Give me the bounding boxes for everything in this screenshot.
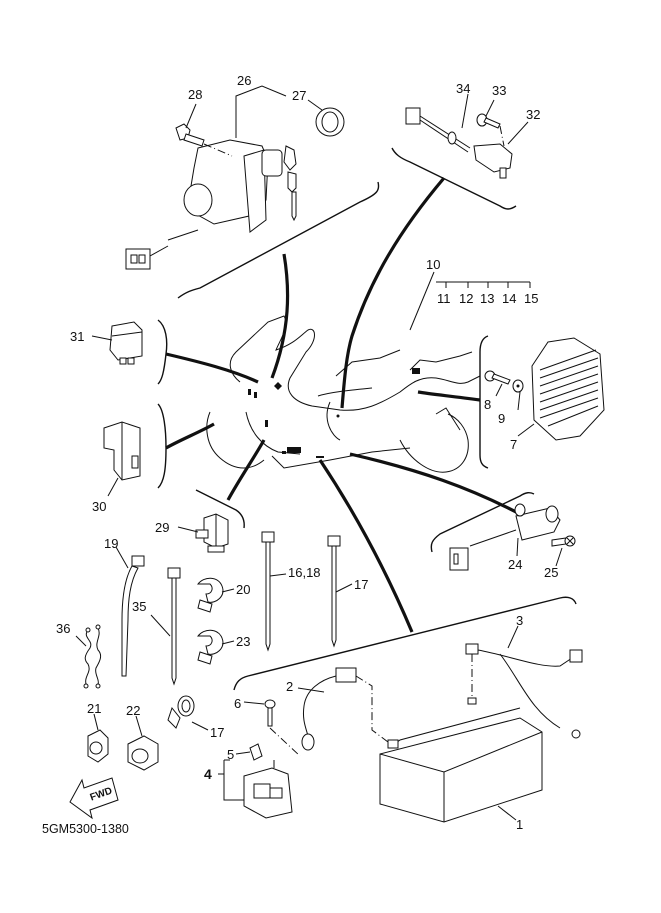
band-16-18 (261, 531, 275, 652)
clamp-20 (196, 577, 224, 613)
group-outline-stop-switch (391, 147, 517, 210)
callout-32: 32 (526, 107, 541, 122)
group-outline-relay (195, 489, 245, 529)
callout-21: 21 (87, 701, 102, 716)
group-outline-flasher (157, 319, 168, 385)
group-outline-regulator (479, 335, 489, 469)
clamp-21 (87, 729, 109, 763)
leader-flasher (165, 352, 259, 384)
callout-15: 15 (524, 291, 539, 306)
leader-sidestand (349, 452, 521, 516)
fuse-5 (249, 743, 263, 761)
callout-24: 24 (508, 557, 523, 572)
group-outline-sidestand (430, 491, 535, 553)
callout-27: 27 (292, 88, 307, 103)
callout-28: 28 (188, 87, 203, 102)
clamp-22 (127, 735, 159, 771)
callout-14: 14 (502, 291, 517, 306)
leader-relay (226, 439, 266, 501)
leader-stop-switch (340, 176, 446, 409)
screw-25 (551, 535, 576, 547)
callout-20: 20 (236, 582, 251, 597)
flasher-relay[interactable] (109, 321, 143, 365)
callout-8: 8 (484, 397, 492, 412)
group-outline-igniter (157, 403, 167, 489)
callout-5: 5 (227, 747, 235, 762)
bolt-6 (264, 699, 301, 757)
leader-battery (318, 459, 414, 633)
battery-lead-negative (301, 667, 389, 751)
callout-35: 35 (132, 599, 147, 614)
clamp-36 (83, 624, 102, 689)
callout-31: 31 (70, 329, 85, 344)
group-outline-battery (233, 596, 577, 691)
leader-main-switch (270, 253, 290, 379)
callout-16-18: 16,18 (288, 565, 321, 580)
callout-36: 36 (56, 621, 71, 636)
callout-4: 4 (204, 766, 212, 782)
relay[interactable] (195, 513, 229, 553)
leader-regulator (417, 390, 481, 402)
igniter-unit[interactable] (103, 421, 141, 481)
screw-33 (476, 113, 505, 147)
band-19 (121, 555, 145, 677)
starter-relay-assembly[interactable] (243, 760, 293, 819)
callout-25: 25 (544, 565, 559, 580)
clamp-23 (196, 629, 224, 665)
band-35 (167, 567, 181, 686)
battery-lead-positive (465, 643, 583, 739)
washer-9 (512, 379, 524, 393)
bolt-8 (484, 370, 511, 385)
battery[interactable] (379, 697, 543, 823)
callout-17-clamp: 17 (210, 725, 225, 740)
callout-7: 7 (510, 437, 518, 452)
group-outline-main-switch (177, 181, 380, 299)
callout-33: 33 (492, 83, 507, 98)
callout-11: 11 (437, 291, 451, 306)
rectifier-regulator[interactable] (531, 337, 605, 441)
callout-34: 34 (456, 81, 471, 96)
main-switch-connector (125, 229, 199, 270)
clamp-17 (167, 695, 195, 729)
diagram-code: 5GM5300-1380 (42, 822, 129, 836)
callout-30: 30 (92, 499, 107, 514)
fwd-arrow (69, 777, 119, 820)
stop-switch[interactable] (405, 107, 513, 179)
callout-23: 23 (236, 634, 251, 649)
leader-igniter (165, 422, 215, 450)
scooter-silhouette (206, 315, 481, 473)
callout-6: 6 (234, 696, 242, 711)
callout-3: 3 (516, 613, 524, 628)
callout-leaders (75, 85, 563, 821)
sidestand-switch[interactable] (449, 503, 561, 571)
callout-2: 2 (286, 679, 294, 694)
callout-13: 13 (480, 291, 495, 306)
cap-27 (315, 107, 345, 137)
callout-19: 19 (104, 536, 119, 551)
main-switch-assembly[interactable] (183, 139, 297, 233)
callout-17-band: 17 (354, 577, 369, 592)
callout-12: 12 (459, 291, 474, 306)
callout-9: 9 (498, 411, 506, 426)
band-17 (327, 535, 341, 648)
callout-1: 1 (516, 817, 524, 832)
callout-29: 29 (155, 520, 170, 535)
callout-22: 22 (126, 703, 141, 718)
callout-10: 10 (426, 257, 441, 272)
callout-26: 26 (237, 73, 252, 88)
